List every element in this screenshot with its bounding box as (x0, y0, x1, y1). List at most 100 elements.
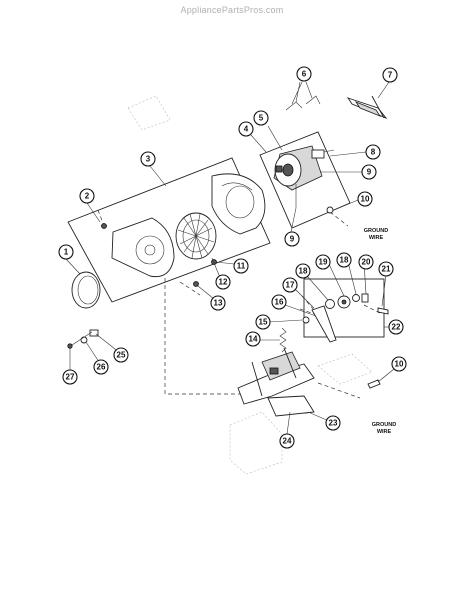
callout-11: 11 (233, 258, 249, 274)
retainer-20-part (361, 293, 369, 303)
idler-pulley-18a-part (325, 299, 335, 309)
callout-label: 19 (319, 258, 328, 267)
callout-18a: 18 (295, 263, 311, 279)
fastener-11-part (211, 259, 217, 265)
fastener-10-lower-part (367, 379, 381, 389)
callout-22: 22 (388, 319, 404, 335)
ghost-bracket-right (317, 353, 373, 385)
callout-7: 7 (382, 67, 398, 83)
screw-27-part (67, 343, 73, 349)
callout-27: 27 (62, 369, 78, 385)
callout-label: 4 (244, 125, 249, 134)
shaft-21-part (377, 307, 389, 315)
callout-15: 15 (255, 314, 271, 330)
callout-10a: 10 (357, 191, 373, 207)
washer-15-part (302, 316, 310, 324)
watermark: AppliancePartsPros.com (180, 5, 284, 15)
callout-19: 19 (315, 254, 331, 270)
callout-20: 20 (358, 254, 374, 270)
ground-wire-note-lower-line1: GROUND (372, 422, 396, 428)
ghost-base-outline (229, 411, 283, 475)
callout-3: 3 (140, 151, 156, 167)
callout-label: 12 (219, 278, 228, 287)
callout-25: 25 (113, 347, 129, 363)
ground-wire-note-upper-line1: GROUND (364, 228, 388, 234)
callout-23: 23 (325, 415, 341, 431)
motor-base-part (237, 347, 315, 417)
blower-housing-part (211, 173, 266, 235)
dashed-link-21 (363, 304, 381, 314)
mounting-plate-part (111, 217, 175, 278)
callout-label: 3 (146, 155, 151, 164)
callout-16: 16 (271, 294, 287, 310)
callout-2: 2 (79, 188, 95, 204)
callout-14: 14 (245, 331, 261, 347)
ground-wire-note-upper-line2: WIRE (369, 235, 384, 241)
fastener-10-upper-part (326, 206, 334, 214)
callout-label: 7 (388, 71, 393, 80)
callout-label: 11 (237, 262, 246, 271)
callout-label: 27 (66, 373, 75, 382)
motor-clip-left (285, 101, 303, 111)
seal-ring-part (71, 271, 101, 309)
washer-18b-part (352, 294, 360, 302)
callout-9b: 9 (284, 231, 300, 247)
callout-label: 1 (64, 248, 69, 257)
ghost-fan-housing (127, 95, 171, 131)
callout-4: 4 (238, 121, 254, 137)
assembly-box-22 (303, 278, 385, 338)
callout-12: 12 (215, 274, 231, 290)
callout-21: 21 (378, 261, 394, 277)
callout-label: 14 (249, 335, 258, 344)
callout-label: 18 (340, 256, 349, 265)
callout-5: 5 (253, 110, 269, 126)
motor-clip-right (305, 95, 321, 105)
drive-belt-part (346, 95, 388, 120)
callout-label: 2 (85, 192, 90, 201)
callout-label: 24 (283, 437, 292, 446)
callout-label: 6 (302, 70, 307, 79)
assembly-box-4 (259, 131, 351, 229)
callout-label: 18 (299, 267, 308, 276)
callout-label: 17 (286, 281, 295, 290)
spring-14-part (279, 327, 287, 353)
callout-label: 26 (97, 363, 106, 372)
callout-label: 5 (259, 114, 264, 123)
bracket-25-part (89, 329, 99, 337)
dashed-link-ground-upper (329, 211, 349, 227)
callout-label: 25 (117, 351, 126, 360)
drive-motor-part (273, 145, 335, 208)
callout-label: 10 (395, 360, 404, 369)
callout-8: 8 (365, 144, 381, 160)
callout-9a: 9 (361, 164, 377, 180)
callout-label: 22 (392, 323, 401, 332)
callout-18b: 18 (336, 252, 352, 268)
dashed-link-motor-to-base (164, 278, 258, 395)
callout-label: 23 (329, 419, 338, 428)
callout-label: 21 (382, 265, 391, 274)
ground-wire-note-lower-line2: WIRE (377, 429, 392, 435)
screw-2-part (101, 223, 107, 229)
idler-arm-17-part (311, 305, 337, 343)
callout-label: 9 (367, 168, 372, 177)
callout-label: 15 (259, 318, 268, 327)
callout-24: 24 (279, 433, 295, 449)
callout-17: 17 (282, 277, 298, 293)
callout-label: 20 (362, 258, 371, 267)
blower-impeller-part (175, 212, 217, 260)
callout-label: 13 (214, 299, 223, 308)
callout-1: 1 (58, 244, 74, 260)
callout-26: 26 (93, 359, 109, 375)
callout-label: 9 (290, 235, 295, 244)
dashed-link-13 (179, 281, 201, 296)
dashed-link-ground-lower (317, 382, 361, 399)
screw-13-part (193, 281, 199, 287)
callout-label: 16 (275, 298, 284, 307)
callout-6: 6 (296, 66, 312, 82)
callout-10b: 10 (391, 356, 407, 372)
assembly-box-3 (67, 157, 271, 303)
callout-13: 13 (210, 295, 226, 311)
callout-label: 8 (371, 148, 376, 157)
